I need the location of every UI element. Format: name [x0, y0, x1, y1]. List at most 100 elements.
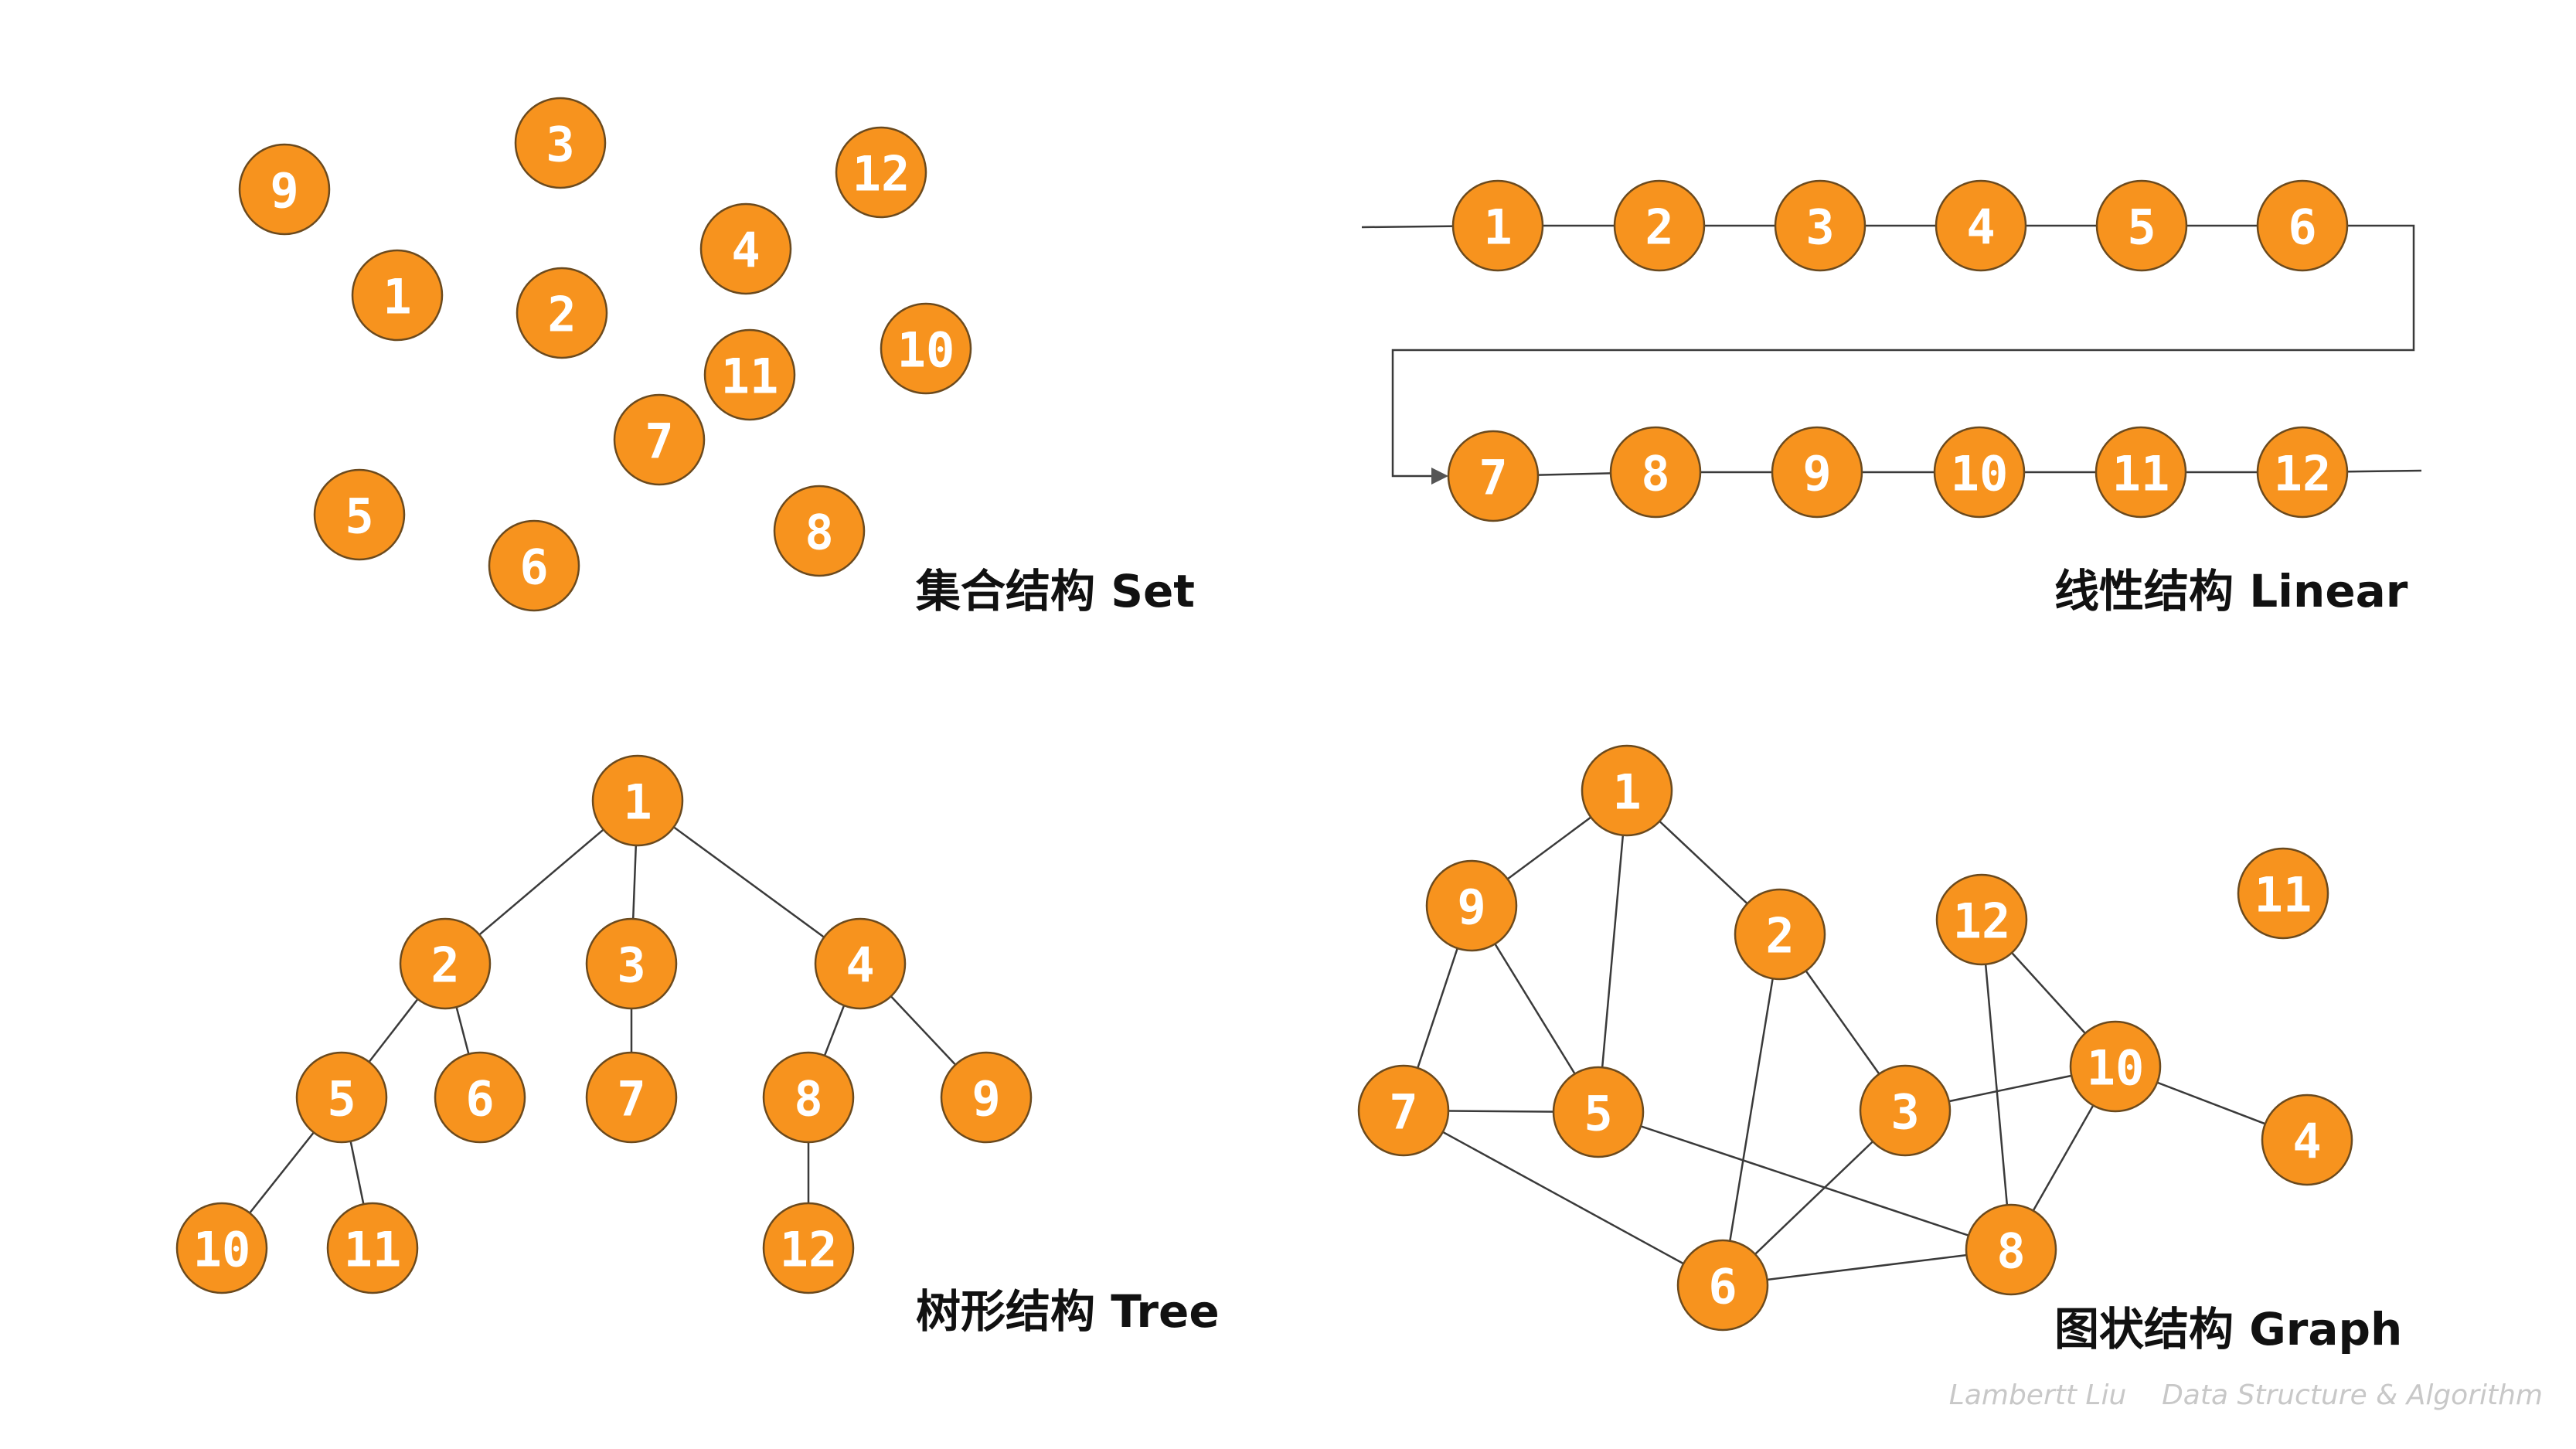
node-label: 3: [617, 937, 645, 994]
node-label: 4: [731, 223, 760, 279]
tree-edge-1-4: [637, 799, 861, 965]
graph-node-10: 10: [2069, 1020, 2162, 1113]
set-node-9: 9: [238, 143, 331, 236]
set-caption: 集合结构 Set: [915, 565, 1195, 617]
graph-edge-6-8: [1722, 1248, 2012, 1287]
linear-node-3: 3: [1774, 179, 1866, 272]
node-circle: [514, 97, 607, 189]
graph-node-6: 6: [1676, 1239, 1769, 1332]
graph-node-1: 1: [1581, 744, 1673, 837]
graph-node-3: 3: [1859, 1064, 1952, 1157]
node-circle: [2094, 426, 2187, 519]
node-label: 12: [1953, 893, 2011, 950]
node-circle: [1774, 179, 1866, 272]
node-circle: [773, 485, 866, 577]
node-label: 11: [2254, 867, 2312, 923]
node-circle: [175, 1202, 268, 1294]
graph-node-5: 5: [1552, 1066, 1645, 1158]
node-label: 7: [617, 1071, 645, 1128]
linear-node-11: 11: [2094, 426, 2187, 519]
node-circle: [1451, 179, 1544, 272]
node-circle: [1933, 426, 2026, 519]
node-circle: [295, 1051, 388, 1144]
arrowhead-icon: [1431, 468, 1448, 485]
node-label: 2: [1645, 199, 1673, 256]
node-label: 6: [519, 539, 548, 596]
node-circle: [1425, 859, 1518, 952]
linear-wrap-connector: [1391, 224, 2415, 478]
node-circle: [351, 249, 444, 342]
linear-node-8: 8: [1609, 426, 1702, 519]
node-label: 7: [645, 413, 673, 470]
node-label: 1: [623, 774, 652, 831]
graph-caption: 图状结构 Graph: [2054, 1303, 2402, 1355]
graph-node-4: 4: [2261, 1094, 2353, 1186]
node-label: 2: [430, 937, 459, 994]
linear-node-5: 5: [2095, 179, 2188, 272]
node-label: 3: [546, 117, 574, 173]
tree-node-6: 6: [434, 1051, 526, 1144]
node-circle: [1935, 873, 2028, 966]
linear-node-6: 6: [2256, 179, 2349, 272]
node-circle: [2237, 847, 2329, 940]
node-label: 8: [794, 1071, 822, 1128]
set-node-3: 3: [514, 97, 607, 189]
linear-node-9: 9: [1771, 426, 1863, 519]
linear-node-10: 10: [1933, 426, 2026, 519]
node-label: 4: [1966, 199, 1995, 256]
node-circle: [880, 302, 972, 395]
node-circle: [2095, 179, 2188, 272]
node-circle: [1552, 1066, 1645, 1158]
graph-node-12: 12: [1935, 873, 2028, 966]
node-circle: [488, 519, 580, 612]
node-label: 5: [2127, 199, 2156, 256]
node-circle: [585, 1051, 678, 1144]
node-label: 1: [383, 269, 411, 325]
node-label: 6: [465, 1071, 494, 1128]
node-label: 11: [2112, 446, 2170, 502]
graph-edge-1-5: [1597, 790, 1628, 1113]
graph-edge-2-6: [1721, 934, 1781, 1286]
tree-node-2: 2: [399, 917, 492, 1010]
node-label: 12: [2274, 446, 2332, 502]
node-circle: [2256, 426, 2349, 519]
tree-node-1: 1: [591, 754, 684, 847]
node-label: 6: [2288, 199, 2316, 256]
node-circle: [1613, 179, 1706, 272]
linear-caption: 线性结构 Linear: [2054, 565, 2408, 617]
node-label: 9: [1802, 446, 1831, 502]
node-circle: [1357, 1064, 1450, 1157]
node-circle: [399, 917, 492, 1010]
graph-node-11: 11: [2237, 847, 2329, 940]
node-label: 3: [1805, 199, 1834, 256]
set-node-10: 10: [880, 302, 972, 395]
node-circle: [313, 468, 406, 561]
set-node-8: 8: [773, 485, 866, 577]
node-circle: [814, 917, 907, 1010]
node-label: 2: [547, 287, 576, 343]
node-circle: [703, 328, 796, 421]
node-circle: [585, 917, 678, 1010]
node-label: 11: [721, 349, 779, 405]
node-circle: [434, 1051, 526, 1144]
node-circle: [326, 1202, 419, 1294]
node-label: 5: [327, 1071, 356, 1128]
graph-edge-5-8: [1598, 1111, 2012, 1251]
node-label: 12: [852, 146, 910, 202]
node-circle: [940, 1051, 1033, 1144]
set-node-5: 5: [313, 468, 406, 561]
linear-node-7: 7: [1447, 430, 1540, 522]
node-circle: [516, 267, 608, 359]
node-circle: [591, 754, 684, 847]
node-label: 4: [846, 937, 874, 994]
watermark: Lambertt Liu Data Structure & Algorithm: [1949, 1379, 2543, 1411]
linear-node-2: 2: [1613, 179, 1706, 272]
graph-node-2: 2: [1734, 888, 1826, 981]
node-label: 10: [1951, 446, 2009, 502]
node-label: 8: [1641, 446, 1669, 502]
graph-edge-7-6: [1403, 1109, 1724, 1287]
node-label: 6: [1708, 1259, 1737, 1315]
node-label: 8: [805, 505, 833, 561]
